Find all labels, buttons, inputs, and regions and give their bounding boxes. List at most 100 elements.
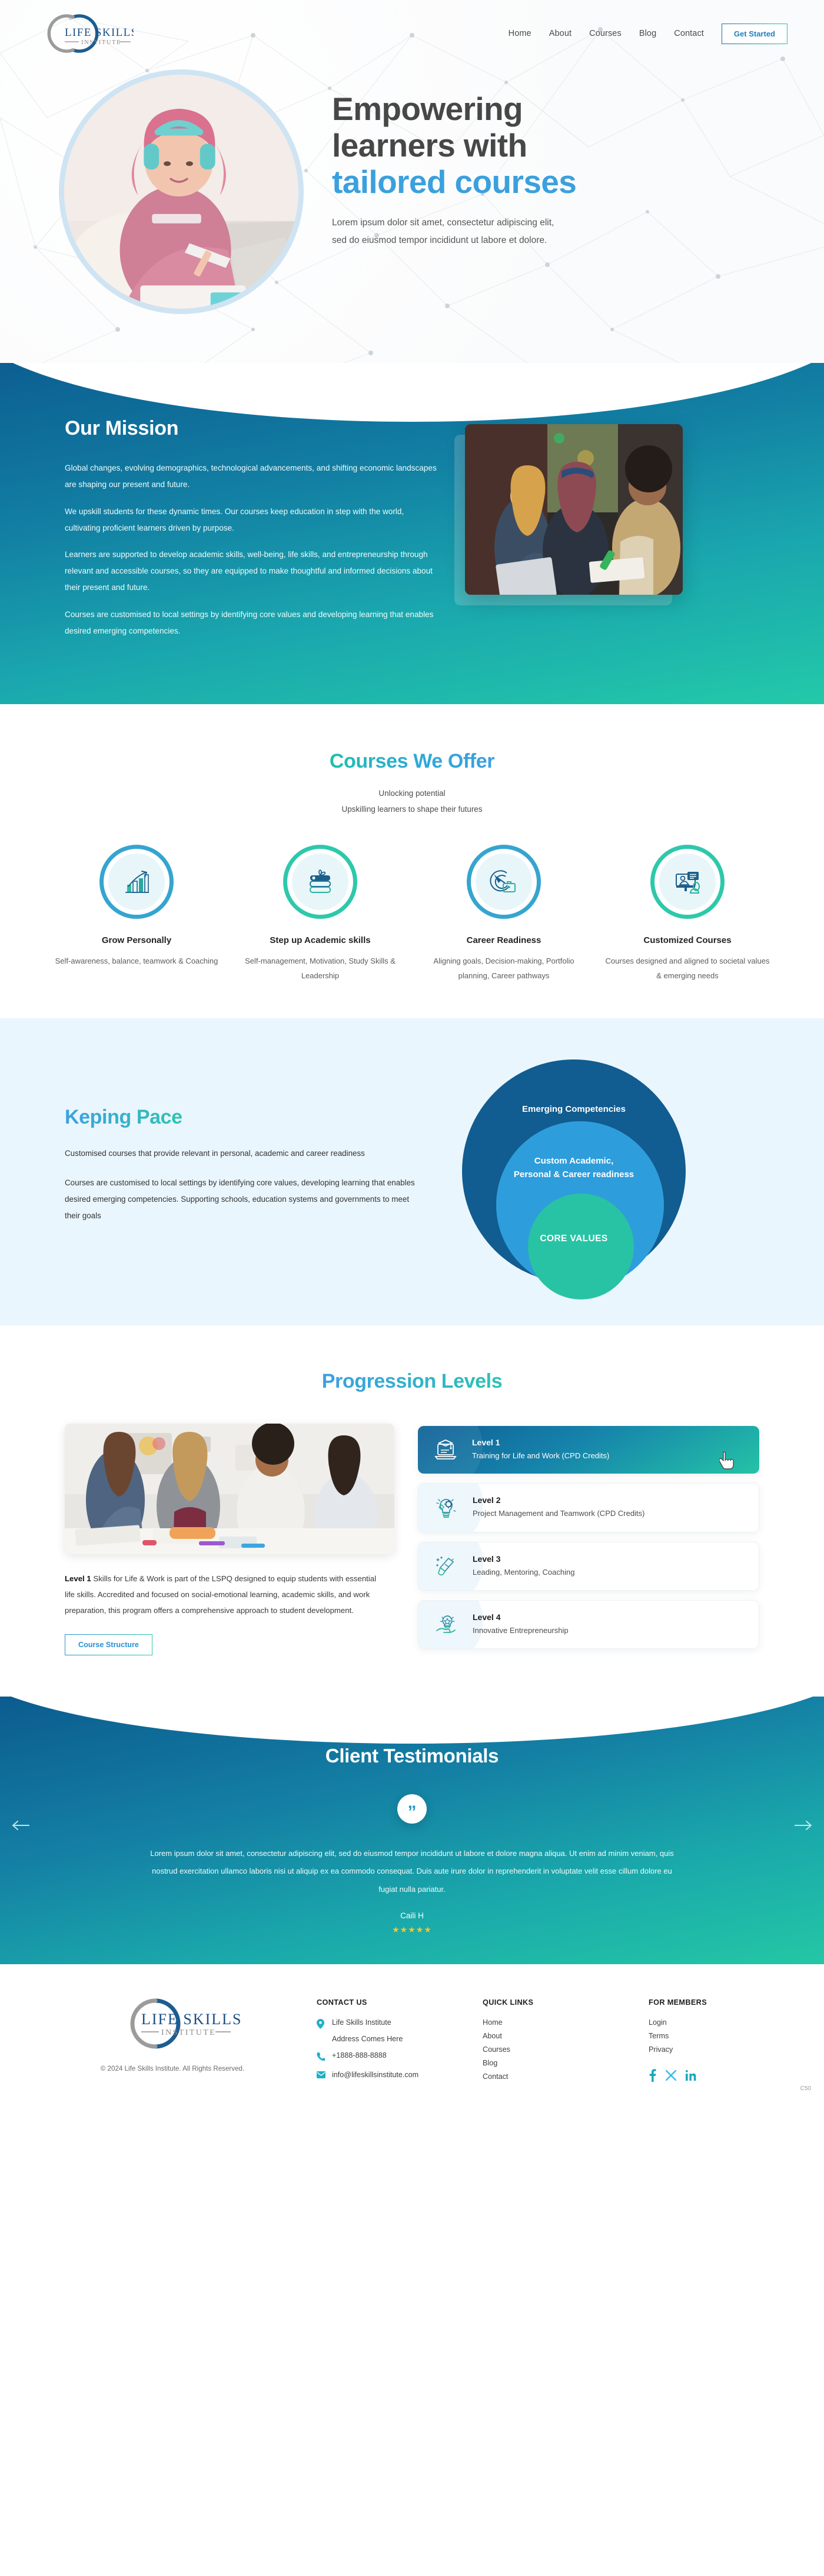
lightbulb-gears-icon	[433, 1497, 460, 1519]
hero-title-accent: tailored courses	[332, 164, 577, 201]
hero-subtitle-line1: Lorem ipsum dolor sit amet, consectetur …	[332, 218, 554, 228]
footer-link-contact[interactable]: Contact	[483, 2072, 509, 2081]
linkedin-icon[interactable]	[685, 2070, 696, 2084]
footer-phone: +1888-888-8888	[332, 2051, 387, 2060]
footer-link-about[interactable]: About	[483, 2031, 502, 2040]
courses-subtitle: Unlocking potential Upskilling learners …	[0, 786, 824, 818]
presentation-screen-icon	[676, 871, 700, 894]
footer-link-courses[interactable]: Courses	[483, 2045, 510, 2054]
x-twitter-icon[interactable]	[665, 2070, 677, 2084]
mail-icon	[317, 2071, 326, 2080]
nav-item-contact[interactable]: Contact	[674, 29, 704, 38]
keeping-pace-paragraph-2: Courses are customised to local settings…	[65, 1178, 415, 1220]
site-logo[interactable]: LIFE SKILLS INSTITUTE	[36, 12, 134, 55]
nav-item-about[interactable]: About	[549, 29, 572, 38]
mission-title: Our Mission	[65, 417, 179, 439]
hero-subtitle: Lorem ipsum dolor sit amet, consectetur …	[332, 214, 662, 249]
footer-link-terms[interactable]: Terms	[649, 2031, 669, 2040]
mission-paragraph-1: Global changes, evolving demographics, t…	[65, 464, 437, 489]
level-title: Level 4	[473, 1612, 501, 1622]
testimonial-next-button[interactable]	[790, 1812, 817, 1839]
get-started-button[interactable]: Get Started	[721, 23, 788, 44]
course-icon-ring	[467, 844, 541, 919]
level-item-4[interactable]: Level 4 Innovative Entrepreneurship	[418, 1599, 759, 1649]
course-card-title: Grow Personally	[101, 935, 172, 945]
footer-address-line2: Address Comes Here	[332, 2034, 403, 2043]
course-card-desc: Self-awareness, balance, teamwork & Coac…	[55, 956, 218, 965]
location-pin-icon	[317, 2018, 326, 2031]
svg-text:INSTITUTE: INSTITUTE	[161, 2028, 216, 2037]
quote-badge: ”	[397, 1794, 427, 1824]
footer-link-login[interactable]: Login	[649, 2018, 667, 2027]
keeping-pace-paragraph-1: Customised courses that provide relevant…	[65, 1148, 365, 1158]
nav-item-blog[interactable]: Blog	[639, 29, 657, 38]
course-card-desc: Aligning goals, Decision-making, Portfol…	[433, 956, 574, 980]
course-card[interactable]: Step up Academic skills Self-management,…	[238, 844, 403, 984]
testimonials-title: Client Testimonials	[325, 1744, 499, 1767]
site-footer: LIFE SKILLS INSTITUTE © 2024 Life Skills…	[0, 1964, 824, 2101]
courses-subtitle-line2: Upskilling learners to shape their futur…	[341, 804, 483, 814]
footer-social-links	[649, 2068, 790, 2085]
footer-link-blog[interactable]: Blog	[483, 2058, 498, 2067]
course-card-desc: Self-management, Motivation, Study Skill…	[245, 956, 396, 980]
sparkle-hand-icon	[433, 1555, 460, 1577]
students-group-photo-illustration	[465, 424, 683, 595]
level-item-1[interactable]: Level 1 Training for Life and Work (CPD …	[418, 1426, 759, 1474]
mission-section: Our Mission Global changes, evolving dem…	[0, 363, 824, 704]
mouse-cursor-hand-icon	[719, 1451, 734, 1470]
nav-item-courses[interactable]: Courses	[589, 29, 622, 38]
hero-image	[59, 69, 304, 314]
phone-icon	[317, 2051, 326, 2062]
course-card-desc: Courses designed and aligned to societal…	[605, 956, 770, 980]
course-card-title: Career Readiness	[466, 935, 541, 945]
facebook-icon[interactable]	[649, 2068, 656, 2085]
courses-subtitle-line1: Unlocking potential	[378, 789, 446, 798]
outer-circle-label: Emerging Competencies	[522, 1104, 626, 1115]
hero-section: LIFE SKILLS INSTITUTE Home About Courses…	[0, 0, 824, 385]
inner-circle-label: CORE VALUES	[540, 1234, 608, 1244]
footer-address-line1: Life Skills Institute	[332, 2018, 391, 2027]
course-card[interactable]: Customized Courses Courses designed and …	[605, 844, 770, 984]
level-subtitle: Innovative Entrepreneurship	[473, 1625, 569, 1635]
nav-item-home[interactable]: Home	[508, 29, 531, 38]
footer-email-row[interactable]: info@lifeskillsinstitute.com	[317, 2071, 477, 2080]
level-title: Level 2	[473, 1495, 501, 1505]
footer-members-heading: FOR MEMBERS	[649, 1998, 707, 2007]
footer-contact-column: CONTACT US Life Skills Institute Address…	[317, 1990, 477, 2084]
footer-quicklinks-heading: QUICK LINKS	[483, 1998, 534, 2007]
testimonial-author: Caili H	[400, 1911, 424, 1921]
mission-image	[465, 424, 683, 595]
footer-email: info@lifeskillsinstitute.com	[332, 2070, 419, 2079]
testimonial-rating-stars: ★★★★★	[392, 1925, 432, 1935]
progression-description-bold: Level 1	[65, 1574, 91, 1584]
laptop-graduation-cap-icon	[432, 1439, 459, 1461]
life-skills-institute-logo-icon: LIFE SKILLS INSTITUTE	[47, 14, 134, 53]
hand-lightbulb-star-icon	[433, 1613, 460, 1635]
arrow-right-icon	[795, 1820, 812, 1830]
footer-members-column: FOR MEMBERS Login Terms Privacy	[649, 1990, 790, 2085]
footer-link-home[interactable]: Home	[483, 2018, 503, 2027]
footer-brand: LIFE SKILLS INSTITUTE © 2024 Life Skills…	[34, 1990, 311, 2072]
primary-navigation: Home About Courses Blog Contact Get Star…	[508, 23, 788, 44]
arrow-left-icon	[12, 1820, 29, 1830]
footer-phone-row[interactable]: +1888-888-8888	[317, 2051, 477, 2062]
level-title: Level 3	[473, 1554, 501, 1564]
testimonials-section: Client Testimonials ” Lorem ipsum dolor …	[0, 1696, 824, 1964]
keeping-pace-section: Keping Pace Customised courses that prov…	[0, 1018, 824, 1326]
mission-paragraph-3: Learners are supported to develop academ…	[65, 550, 433, 592]
course-icon-ring	[283, 844, 357, 919]
level-item-2[interactable]: Level 2 Project Management and Teamwork …	[418, 1483, 759, 1532]
level-item-3[interactable]: Level 3 Leading, Mentoring, Coaching	[418, 1541, 759, 1591]
course-card-title: Step up Academic skills	[270, 935, 371, 945]
footer-link-privacy[interactable]: Privacy	[649, 2045, 673, 2054]
testimonial-prev-button[interactable]	[7, 1812, 34, 1839]
footer-address-row-2: Address Comes Here	[317, 2035, 477, 2043]
svg-text:LIFE SKILLS: LIFE SKILLS	[65, 26, 134, 39]
progression-levels-section: Progression Levels	[0, 1325, 824, 1697]
course-structure-button[interactable]: Course Structure	[65, 1634, 152, 1655]
footer-life-skills-institute-logo-icon[interactable]: LIFE SKILLS INSTITUTE	[105, 1995, 241, 2054]
course-card[interactable]: Career Readiness Aligning goals, Decisio…	[421, 844, 586, 984]
mission-paragraph-2: We upskill students for these dynamic ti…	[65, 506, 404, 532]
progression-description: Level 1 Skills for Life & Work is part o…	[65, 1571, 383, 1618]
course-card[interactable]: Grow Personally Self-awareness, balance,…	[54, 844, 219, 984]
